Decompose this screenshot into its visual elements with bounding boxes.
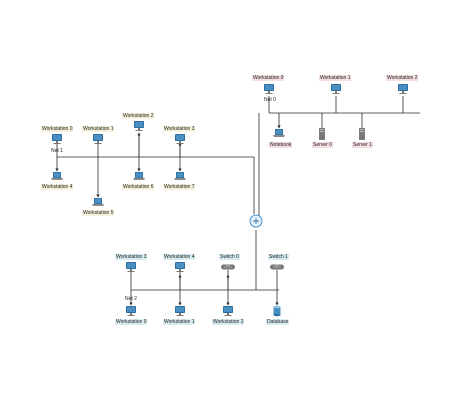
server-1-label: Server 1 — [352, 142, 373, 148]
net2-workstation-2-label: Workstation 2 — [212, 319, 245, 325]
net1-workstation-7-laptop-icon — [174, 172, 186, 180]
net0-workstation-1-label: Workstation 1 — [319, 75, 352, 81]
net2-workstation-2-monitor-icon — [223, 306, 233, 316]
database-label: Database — [266, 319, 290, 325]
net0-label: Net 0 — [264, 97, 276, 103]
switch-1-label: Switch 1 — [268, 254, 289, 260]
net1-workstation-4-label: Workstation 4 — [41, 184, 74, 190]
net1-workstation-5-laptop-icon — [92, 198, 104, 206]
notebook-laptop-icon — [273, 129, 285, 137]
net1-workstation-7-label: Workstation 7 — [163, 184, 196, 190]
net1-workstation-1-label: Workstation 1 — [82, 126, 115, 132]
net2-workstation-1-label: Workstation 1 — [163, 319, 196, 325]
net0-workstation-0-label: Workstation 0 — [252, 75, 285, 81]
net1-workstation-3-monitor-icon — [175, 134, 185, 144]
net2-workstation-4-monitor-icon — [175, 262, 185, 272]
net2-workstation-1-monitor-icon — [175, 306, 185, 316]
net1-workstation-0-monitor-icon — [52, 134, 62, 144]
net2-workstation-0-monitor-icon — [126, 306, 136, 316]
net2-workstation-3-label: Workstation 3 — [115, 254, 148, 260]
net1-workstation-5-label: Workstation 5 — [82, 210, 115, 216]
net2-workstation-4-label: Workstation 4 — [163, 254, 196, 260]
database-icon — [273, 305, 281, 317]
net0-workstation-2-monitor-icon — [398, 84, 408, 94]
switch-1-icon — [270, 264, 284, 270]
net1-workstation-3-label: Workstation 3 — [163, 126, 196, 132]
net1-workstation-1-monitor-icon — [93, 134, 103, 144]
server-0-label: Server 0 — [312, 142, 333, 148]
router-icon — [249, 214, 263, 228]
net2-label: Net 2 — [125, 296, 137, 302]
net1-label: Net 1 — [51, 148, 63, 154]
net2-workstation-3-monitor-icon — [126, 262, 136, 272]
notebook-label: Notebook — [269, 142, 293, 148]
net1-workstation-2-label: Workstation 2 — [122, 113, 155, 119]
server-0-icon — [319, 128, 325, 140]
net1-workstation-4-laptop-icon — [51, 172, 63, 180]
net0-workstation-1-monitor-icon — [331, 84, 341, 94]
switch-0-label: Switch 0 — [219, 254, 240, 260]
net1-workstation-6-label: Workstation 6 — [122, 184, 155, 190]
net1-workstation-6-laptop-icon — [133, 172, 145, 180]
net2-workstation-0-label: Workstation 0 — [115, 319, 148, 325]
net0-workstation-2-label: Workstation 2 — [386, 75, 419, 81]
net0-workstation-0-monitor-icon — [264, 84, 274, 94]
switch-0-icon — [221, 264, 235, 270]
net1-workstation-0-label: Workstation 0 — [41, 126, 74, 132]
net1-workstation-2-monitor-icon — [134, 121, 144, 131]
server-1-icon — [359, 128, 365, 140]
